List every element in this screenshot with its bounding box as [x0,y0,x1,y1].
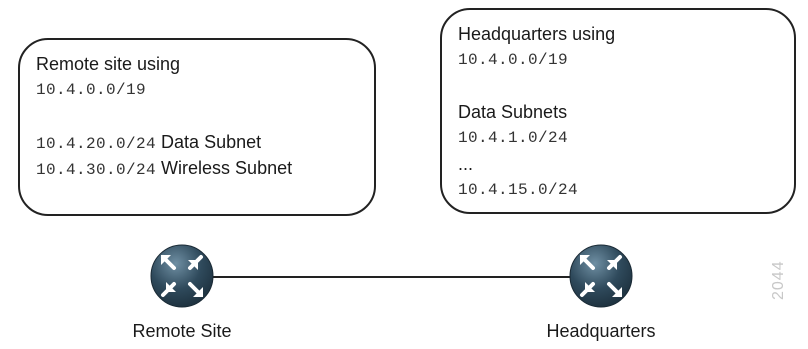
wan-link-line [182,276,602,278]
remote-box-title: Remote site using [36,54,181,74]
headquarters-label: Headquarters [546,321,656,341]
hq-summary-net: 10.4.0.0/19 [458,51,569,69]
remote-data-subnet-net: 10.4.20.0/24 [36,135,157,153]
remote-wireless-subnet-net: 10.4.30.0/24 [36,161,157,179]
hq-first-subnet: 10.4.1.0/24 [458,129,569,147]
remote-data-subnet-desc: Data Subnet [161,132,262,152]
remote-wireless-subnet-desc: Wireless Subnet [161,158,293,178]
hq-box-title: Headquarters using [458,24,616,44]
hq-subnets-heading: Data Subnets [458,102,568,122]
remote-router-icon [150,244,214,308]
hq-last-subnet: 10.4.15.0/24 [458,181,579,199]
headquarters-address-box [440,8,796,214]
hq-subnet-ellipsis: ... [458,154,474,174]
figure-id-watermark: 2044 [770,260,787,300]
headquarters-router-icon [569,244,633,308]
remote-site-label: Remote Site [132,321,232,341]
remote-site-address-box [18,38,376,216]
remote-wireless-subnet-row: 10.4.30.0/24 Wireless Subnet [36,157,292,181]
remote-data-subnet-row: 10.4.20.0/24 Data Subnet [36,131,261,155]
remote-summary-net: 10.4.0.0/19 [36,81,147,99]
